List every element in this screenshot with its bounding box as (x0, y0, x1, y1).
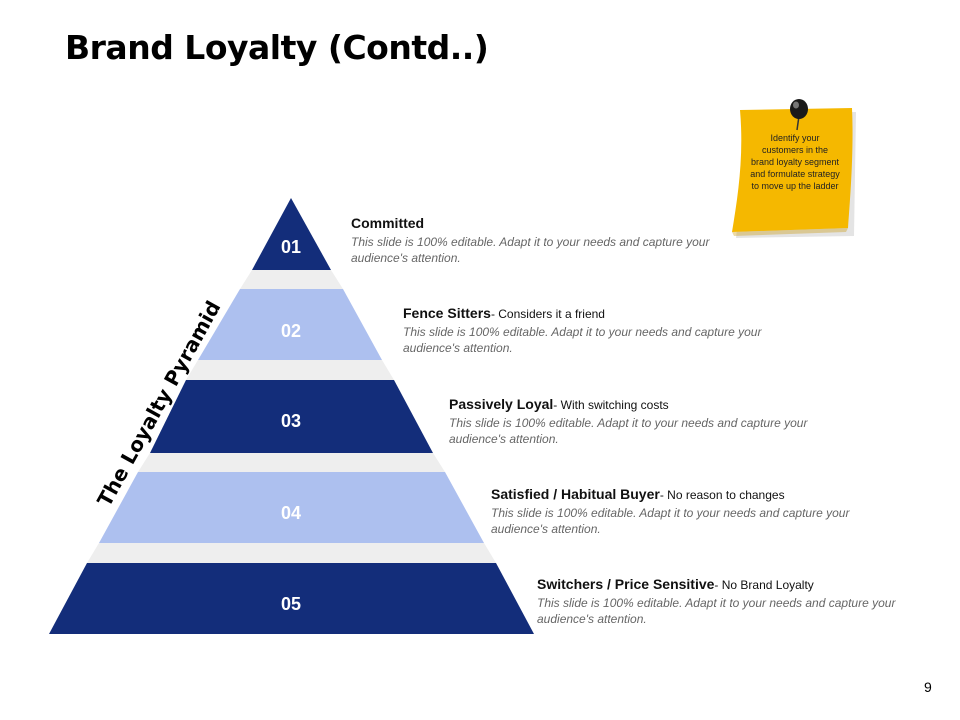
tier-heading: Passively Loyal (449, 396, 554, 412)
tier-description-03: Passively Loyal- With switching costs Th… (449, 396, 869, 447)
tier-gap (138, 453, 445, 472)
tier-heading: Committed (351, 215, 425, 231)
sticky-note-text: Identify your customers in the brand loy… (750, 133, 840, 191)
tier-heading: Satisfied / Habitual Buyer (491, 486, 660, 502)
tier-01 (252, 198, 331, 270)
tier-body: This slide is 100% editable. Adapt it to… (449, 416, 808, 446)
page-number: 9 (924, 679, 932, 695)
tier-04 (99, 472, 484, 543)
tier-02 (198, 289, 382, 360)
tier-05 (49, 563, 534, 634)
tier-03 (150, 380, 433, 453)
tier-number: 01 (281, 237, 301, 257)
tier-description-01: Committed This slide is 100% editable. A… (351, 215, 771, 266)
pushpin-icon (790, 99, 808, 131)
sticky-note: Identify your customers in the brand loy… (728, 96, 860, 244)
tier-subheading: - With switching costs (553, 398, 669, 412)
tier-gap (186, 360, 394, 380)
tier-description-02: Fence Sitters- Considers it a friend Thi… (403, 305, 823, 356)
tier-gap (240, 270, 343, 289)
tier-subheading: - Considers it a friend (490, 307, 605, 321)
sticky-note-shape (732, 108, 856, 238)
tier-heading: Fence Sitters (403, 305, 491, 321)
tier-subheading: - No reason to changes (659, 488, 785, 502)
tier-heading: Switchers / Price Sensitive (537, 576, 715, 592)
tier-description-05: Switchers / Price Sensitive- No Brand Lo… (537, 576, 957, 627)
tier-number: 05 (281, 594, 301, 614)
tier-gap (87, 543, 496, 563)
tier-body: This slide is 100% editable. Adapt it to… (351, 235, 710, 265)
slide-title: Brand Loyalty (Contd..) (65, 28, 489, 67)
tier-number: 02 (281, 321, 301, 341)
tier-body: This slide is 100% editable. Adapt it to… (403, 325, 762, 355)
tier-body: This slide is 100% editable. Adapt it to… (491, 506, 850, 536)
tier-number: 03 (281, 411, 301, 431)
tier-subheading: - No Brand Loyalty (714, 578, 814, 592)
tier-description-04: Satisfied / Habitual Buyer- No reason to… (491, 486, 911, 537)
tier-body: This slide is 100% editable. Adapt it to… (537, 596, 896, 626)
tier-number: 04 (281, 503, 301, 523)
